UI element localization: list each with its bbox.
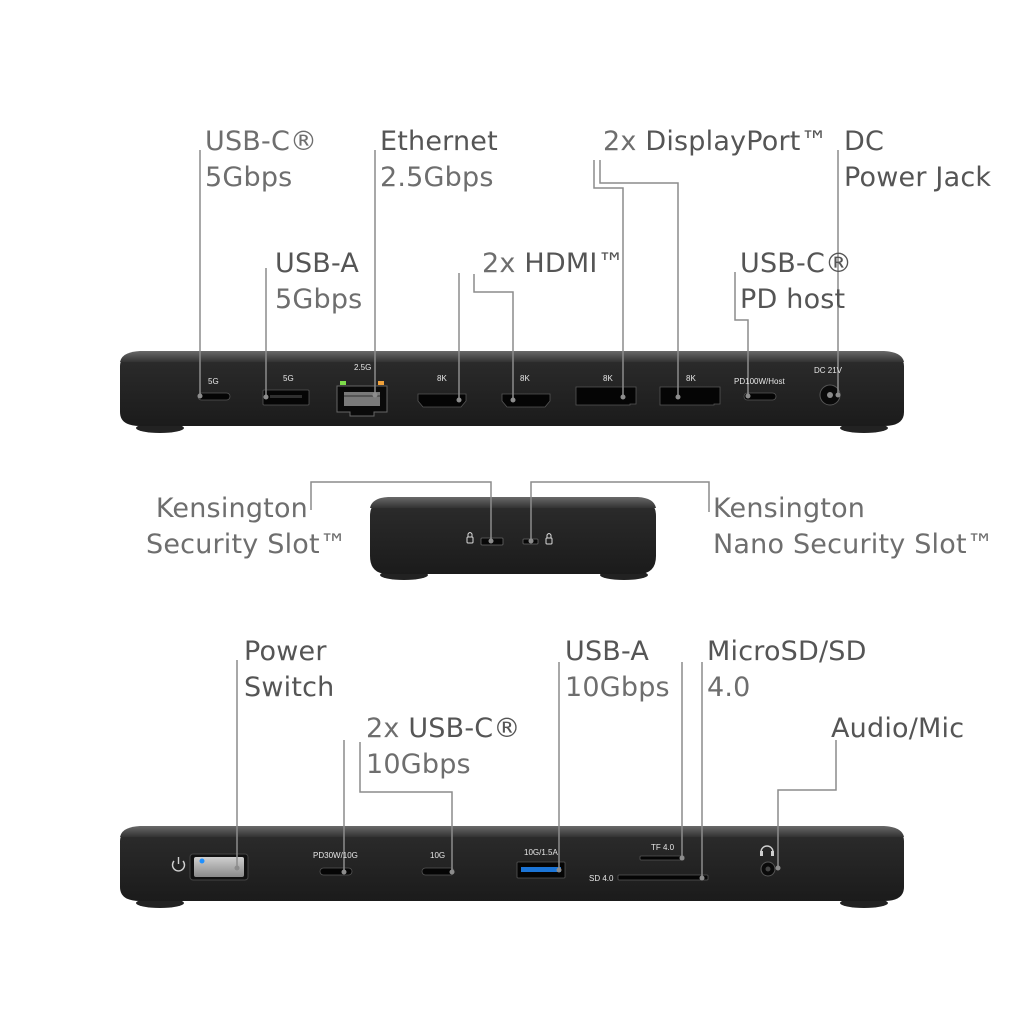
dock-side-view: [370, 497, 656, 580]
dock-front-view: [120, 826, 904, 908]
port-label-tf: TF 4.0: [651, 843, 675, 852]
port-label-ethernet: 2.5G: [354, 363, 372, 372]
port-label-pd: PD100W/Host: [734, 377, 785, 386]
sd-slot-icon: [617, 874, 709, 881]
tf-slot-icon: [639, 855, 685, 861]
callout-displayport-title: DisplayPort™: [645, 126, 828, 157]
hdmi-port-icon: [501, 393, 551, 408]
callout-usbc10-speed: 10Gbps: [366, 749, 471, 780]
callout-ethernet-title: Ethernet: [380, 126, 498, 157]
port-label-hdmi-1: 8K: [437, 374, 447, 383]
displayport-port-icon: [575, 386, 637, 406]
usba-10g-port-icon: [516, 861, 566, 879]
port-label-dp-1: 8K: [603, 374, 613, 383]
headset-icon: [760, 845, 774, 856]
callout-displayport-count: 2x: [603, 126, 646, 157]
callout-hdmi: 2x HDMI™: [482, 246, 625, 282]
port-label-dp-2: 8K: [686, 374, 696, 383]
callout-nano-kensington: Kensington Nano Security Slot™: [713, 491, 994, 563]
callout-usbc-pd-title: USB-C®: [740, 248, 853, 279]
power-switch-button[interactable]: [189, 853, 249, 881]
callout-kensington-subtitle: Security Slot™: [146, 529, 348, 560]
callout-displayport: 2x DisplayPort™: [603, 124, 828, 160]
nano-slot-icon: [522, 533, 553, 545]
callout-ethernet: Ethernet 2.5Gbps: [380, 124, 498, 196]
callout-usba10-title: USB-A: [565, 636, 650, 667]
callout-usbc-5g: USB-C® 5Gbps: [205, 124, 317, 196]
callout-kensington-title: Kensington: [155, 493, 308, 524]
port-label-usbc: 5G: [208, 377, 219, 386]
usbc-port-icon: [319, 867, 353, 876]
callout-usba-10g: USB-A 10Gbps: [565, 634, 670, 706]
callout-sd-version: 4.0: [707, 672, 751, 703]
callout-power-title: Power: [244, 636, 327, 667]
callout-sd-card: MicroSD/SD 4.0: [707, 634, 867, 706]
callout-usbc-pd-subtitle: PD host: [740, 284, 846, 315]
callout-power-switch: Power Switch: [244, 634, 334, 706]
leader-lines: [197, 150, 841, 881]
callout-nano-title: Kensington: [713, 493, 866, 524]
power-icon: [171, 857, 186, 872]
port-label-pd30: PD30W/10G: [313, 851, 358, 860]
callout-power-subtitle: Switch: [244, 672, 335, 703]
callout-sd-title: MicroSD/SD: [707, 636, 867, 667]
hdmi-port-icon: [417, 393, 467, 408]
port-label-sd: SD 4.0: [589, 874, 614, 883]
displayport-port-icon: [659, 386, 721, 406]
callout-usbc-title: USB-C®: [205, 126, 318, 157]
callout-audio-mic: Audio/Mic: [831, 711, 964, 747]
callout-usbc10-title: USB-C®: [408, 713, 521, 744]
callout-usbc10-count: 2x: [366, 713, 409, 744]
callout-usbc-10g: 2x USB-C® 10Gbps: [366, 711, 521, 783]
callout-hdmi-title: HDMI™: [524, 248, 625, 279]
ethernet-port-icon: [336, 381, 388, 417]
callout-dc-title: DC: [844, 126, 885, 157]
callout-usba10-speed: 10Gbps: [565, 672, 670, 703]
port-label-usba-10g: 10G/1.5A: [524, 848, 558, 857]
callout-usbc-pd: USB-C® PD host: [740, 246, 852, 318]
callout-usba-5g: USB-A 5Gbps: [275, 246, 362, 318]
callout-nano-subtitle: Nano Security Slot™: [713, 529, 994, 560]
callout-dc-jack: DC Power Jack: [844, 124, 991, 196]
port-label-usba: 5G: [283, 374, 294, 383]
dc-jack-icon: [819, 384, 841, 406]
callout-hdmi-count: 2x: [482, 248, 525, 279]
usbc-port-icon: [197, 392, 231, 401]
port-label-hdmi-2: 8K: [520, 374, 530, 383]
callout-usba-title: USB-A: [275, 248, 360, 279]
port-label-10g: 10G: [430, 851, 446, 860]
dock-rear-view: [120, 351, 904, 433]
usbc-port-icon: [421, 867, 455, 876]
usbc-pd-port-icon: [743, 392, 777, 401]
callout-usbc-speed: 5Gbps: [205, 162, 293, 193]
port-label-dc: DC 21V: [814, 366, 843, 375]
callout-dc-subtitle: Power Jack: [844, 162, 992, 193]
callout-usba-speed: 5Gbps: [275, 284, 363, 315]
callout-audio-title: Audio/Mic: [831, 713, 965, 744]
callout-kensington: Kensington Security Slot™: [146, 491, 348, 563]
callout-ethernet-speed: 2.5Gbps: [380, 162, 494, 193]
audio-jack-icon: [760, 861, 776, 877]
